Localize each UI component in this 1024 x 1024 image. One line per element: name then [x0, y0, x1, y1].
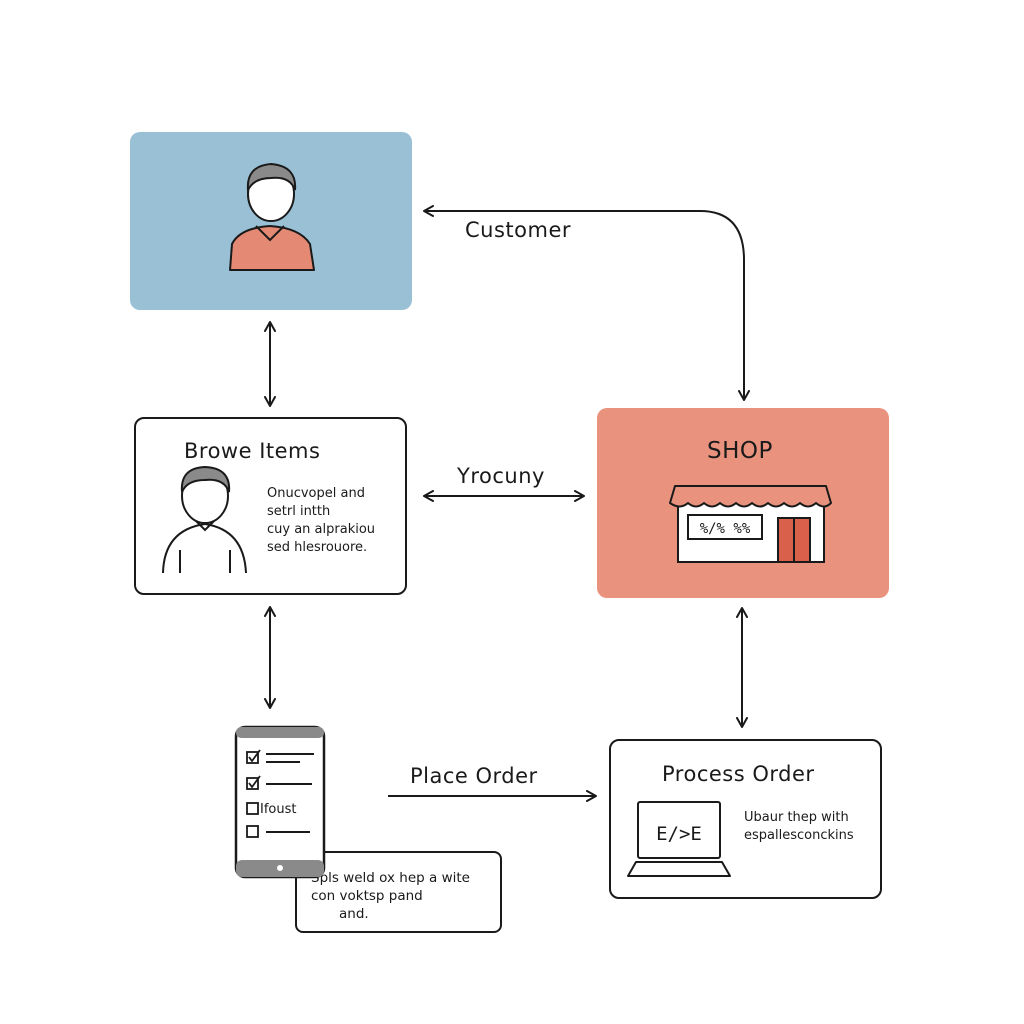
edges: [264, 205, 750, 802]
checkbox-empty: [246, 825, 259, 838]
laptop-code-icon: E/>E: [627, 801, 731, 877]
process-order-description: Ubaur thep with espallesconckins: [744, 809, 854, 845]
note-box: Spls weld ox hep a wite con voktsp pand …: [295, 851, 502, 933]
shop-title: SHOP: [707, 438, 773, 464]
checkbox-checked: [246, 751, 259, 764]
checkbox-empty: [246, 802, 259, 815]
note-text: Spls weld ox hep a wite con voktsp pand …: [311, 869, 470, 923]
laptop-code-text: E/>E: [656, 823, 702, 845]
store-icon: %/% %%: [669, 485, 832, 563]
phone-checklist-icon: Ifoust: [234, 725, 326, 879]
browse-items-description: Onucvopel and setrl intth cuy an alpraki…: [267, 485, 375, 557]
store-sign-text: %/% %%: [700, 521, 751, 537]
note-line: con voktsp pand: [311, 888, 423, 904]
process-desc-line: Ubaur thep with: [744, 810, 849, 825]
middle-edge-label: Yrocuny: [457, 464, 545, 488]
browse-person-icon: [162, 465, 247, 574]
browse-desc-line: cuy an alprakiou: [267, 522, 376, 537]
note-line: Spls weld ox hep a wite: [311, 870, 470, 886]
checkbox-checked: [246, 777, 259, 790]
browse-desc-line: setrl intth: [267, 504, 331, 519]
customer-person-icon: [229, 162, 315, 271]
note-line: and.: [339, 906, 369, 922]
browse-desc-line: Onucvopel and: [267, 486, 365, 501]
arrow-customer-shop: [423, 205, 750, 401]
shop-node: SHOP: [597, 408, 889, 598]
process-order-title: Process Order: [662, 762, 815, 786]
process-desc-line: espallesconckins: [744, 828, 854, 843]
place-order-edge-label: Place Order: [410, 764, 538, 788]
phone-list-item: Ifoust: [260, 802, 296, 817]
browse-items-title: Browe Items: [184, 439, 321, 463]
browse-desc-line: sed hlesrouore.: [267, 540, 368, 555]
